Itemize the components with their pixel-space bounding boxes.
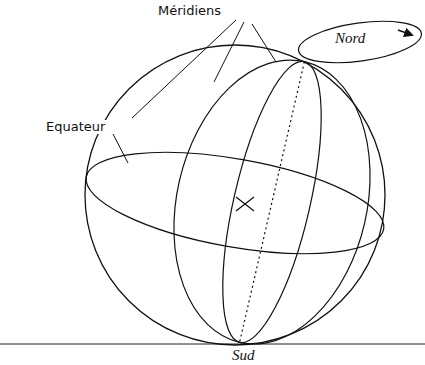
north-pole-label: Nord — [333, 30, 367, 47]
leader-line — [214, 22, 244, 82]
rotation-arrow — [398, 30, 412, 35]
centre-cross — [236, 197, 254, 211]
south-pole-label: Sud — [230, 347, 257, 364]
leader-line — [113, 134, 128, 163]
axis — [240, 62, 305, 343]
equator — [79, 133, 392, 272]
equator-label: Equateur — [44, 120, 107, 134]
leader-line — [252, 24, 276, 62]
meridians-label: Méridiens — [158, 4, 221, 18]
meridian — [147, 40, 397, 363]
rotation-ellipse — [296, 15, 424, 70]
meridian — [203, 53, 342, 351]
